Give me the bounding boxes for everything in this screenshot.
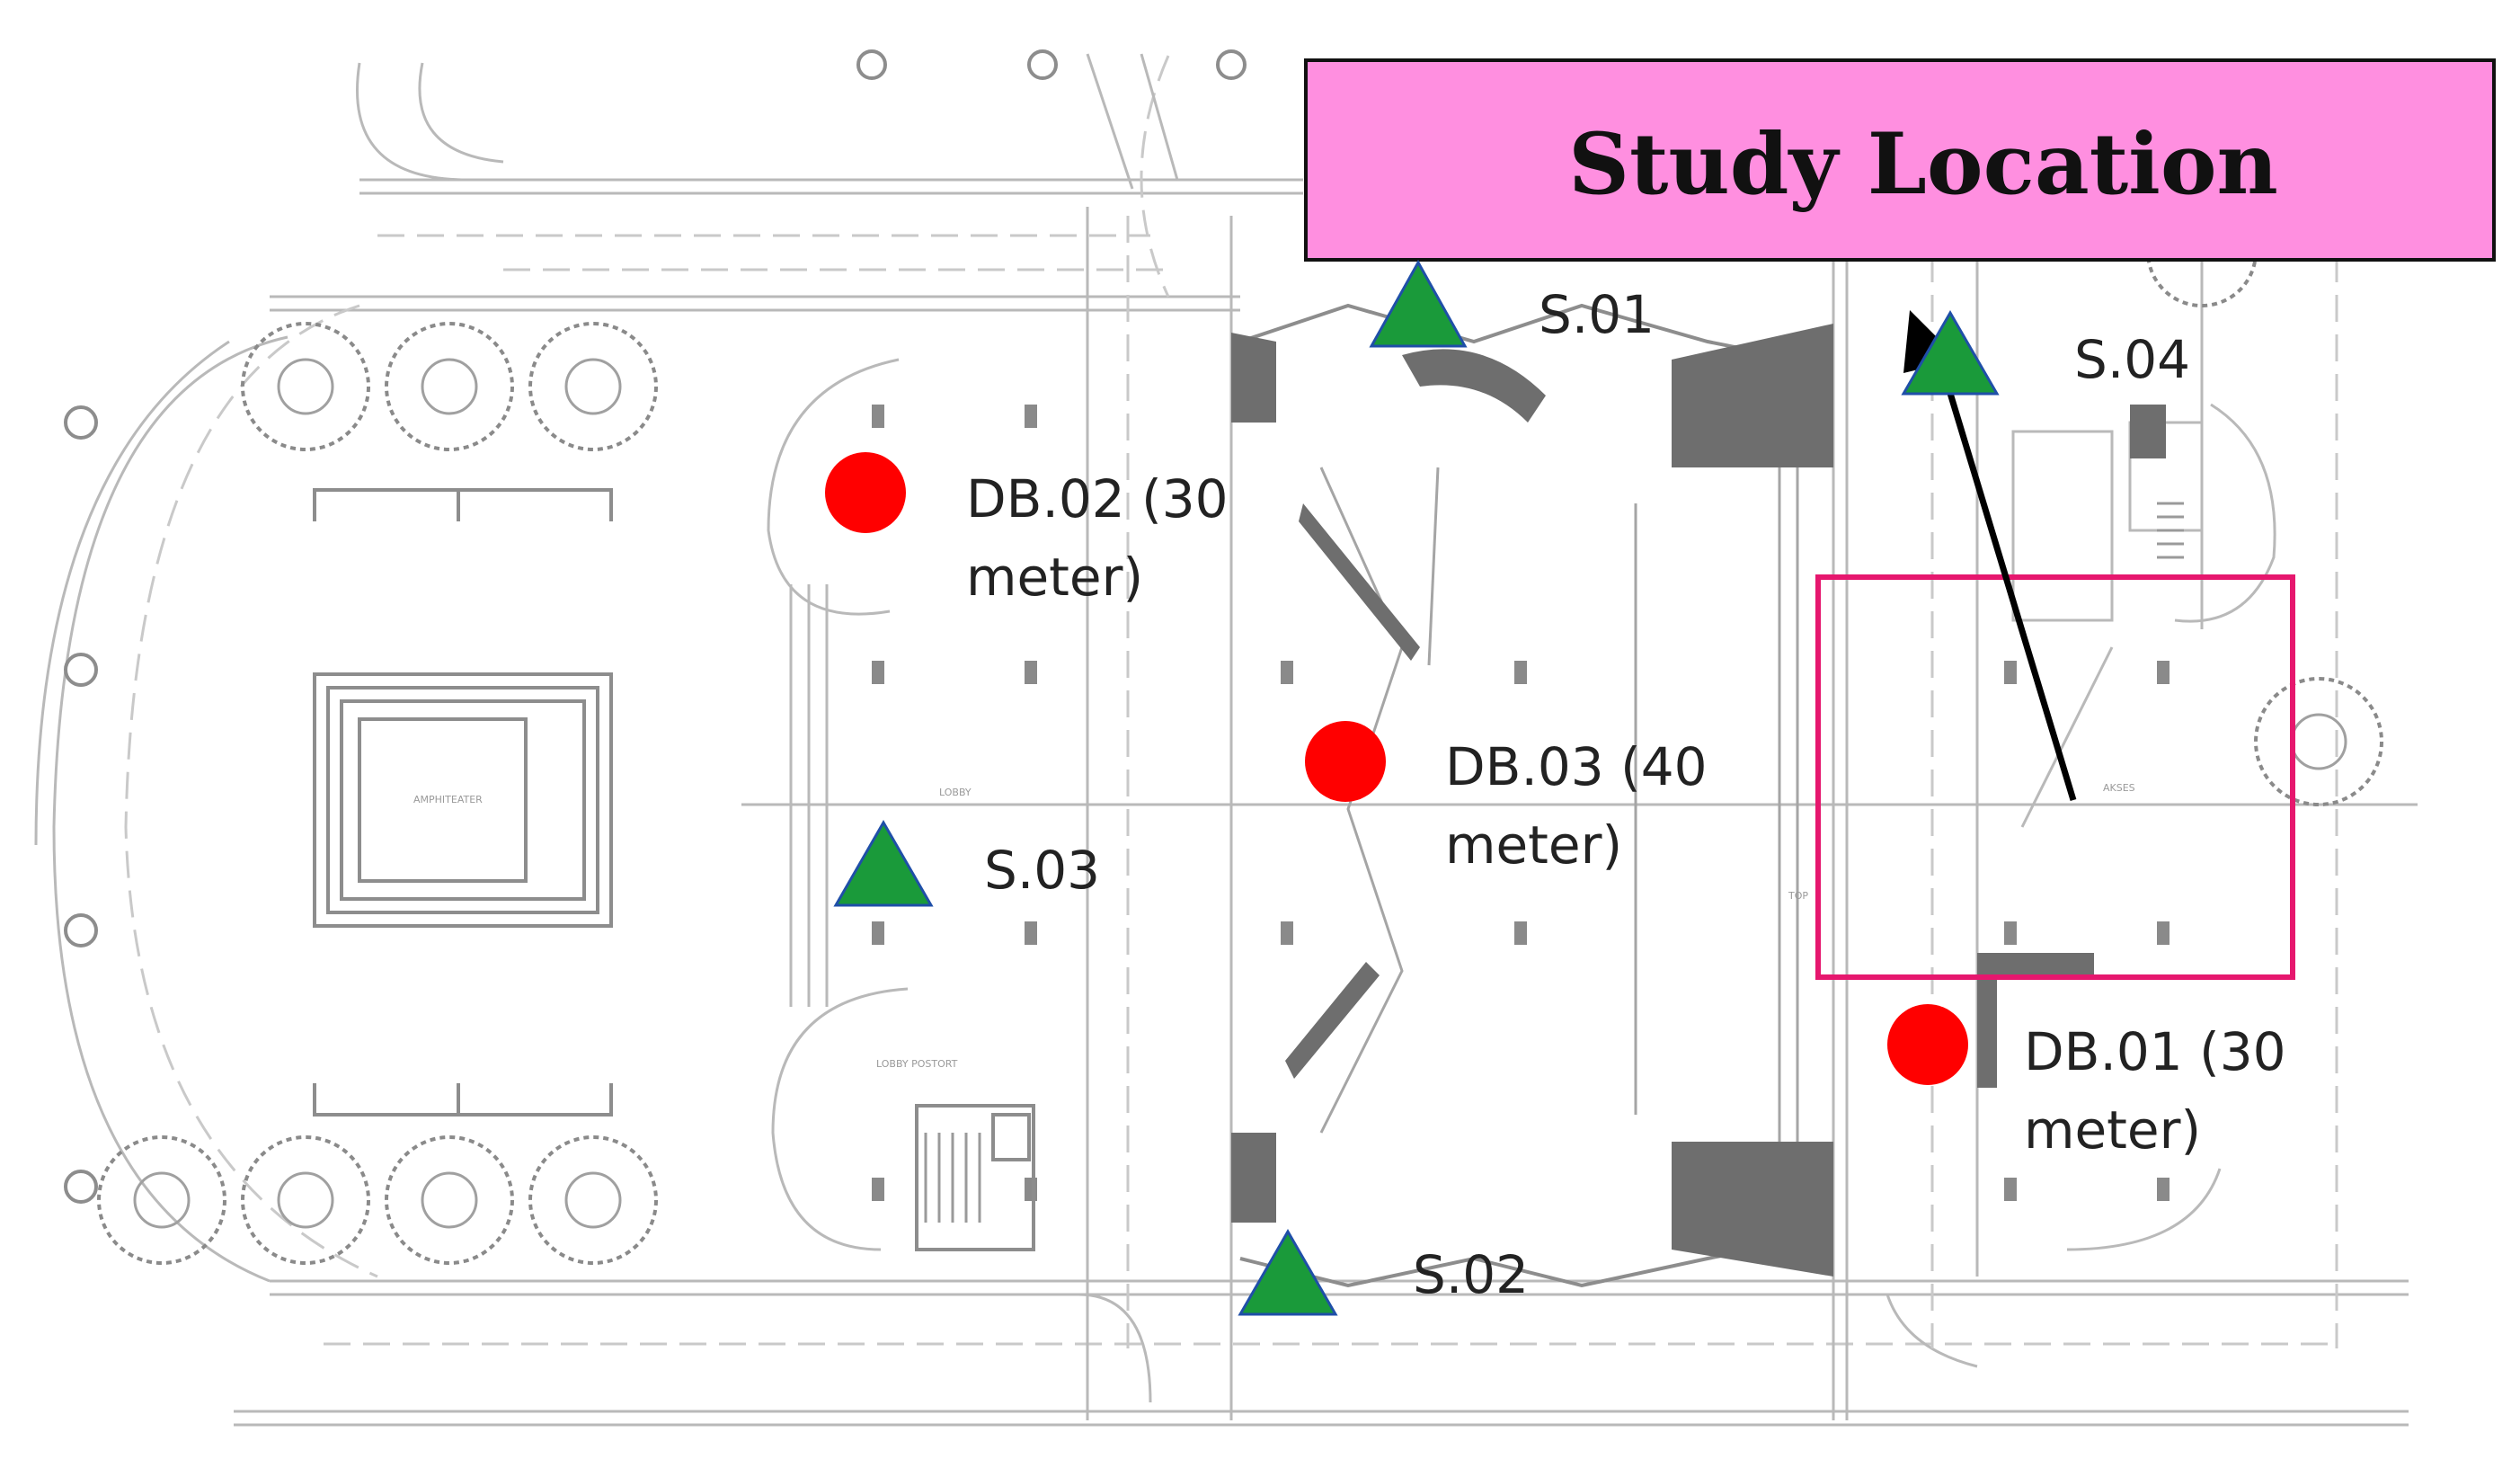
s04-triangle-marker [1901,310,2000,396]
s02-triangle-marker [1238,1228,1338,1316]
svg-text:AKSES: AKSES [2103,782,2135,794]
plan-linework: AMPHITEATER [34,49,2418,1427]
study-location-box [1304,58,2496,262]
db03-label-line1: DB.03 (40 [1445,736,1708,797]
db02-label-line2: meter) [966,547,1143,608]
svg-text:LOBBY: LOBBY [939,787,972,798]
db02-label-line1: DB.02 (30 [966,468,1229,529]
db03-label-line2: meter) [1445,814,1622,876]
s03-triangle-marker [833,819,934,907]
svg-text:TOP: TOP [1788,890,1808,902]
study-area-highlight [1815,574,2295,980]
svg-text:LOBBY POSTORT: LOBBY POSTORT [876,1058,958,1070]
db01-circle-marker [1887,1004,1968,1085]
borehole-markers: DB.02 (30 meter) DB.03 (40 meter) DB.01 … [825,452,2286,1161]
sensor-markers: S.01 S.04 S.03 S.02 [833,259,2190,1316]
db01-label-line1: DB.01 (30 [2024,1021,2286,1082]
study-location-label: Study Location [1304,58,2496,262]
s01-label: S.01 [1539,284,1655,345]
svg-text:AMPHITEATER: AMPHITEATER [413,794,483,805]
db02-circle-marker [825,452,906,533]
db01-label-line2: meter) [2024,1099,2201,1161]
s03-label: S.03 [984,840,1100,901]
s02-label: S.02 [1413,1244,1529,1305]
db03-circle-marker [1305,721,1386,802]
s04-label: S.04 [2074,329,2190,390]
study-location-title: Study Location [1568,115,2278,214]
s01-triangle-marker [1369,259,1468,348]
